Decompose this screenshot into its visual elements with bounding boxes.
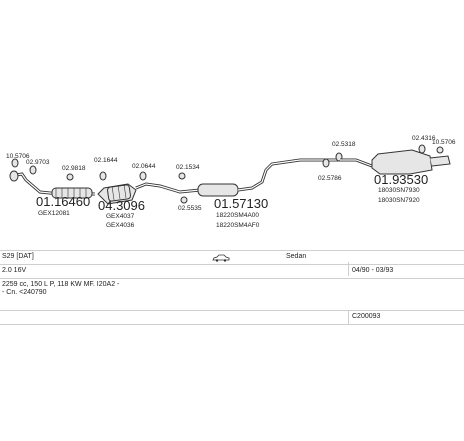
catalog-code: C200093 bbox=[352, 313, 381, 320]
model-label: S29 [DAT] bbox=[2, 253, 34, 260]
clamp-3[interactable] bbox=[139, 171, 147, 181]
engine-label: 2.0 16V bbox=[2, 267, 27, 274]
chassis-note: - Cn. <240790 bbox=[2, 289, 47, 296]
front-pipe[interactable] bbox=[9, 170, 95, 199]
info-row: 2.0 16V 04/90 - 03/93 bbox=[0, 264, 464, 277]
gasket-3[interactable] bbox=[178, 172, 186, 180]
divider bbox=[348, 310, 349, 324]
exhaust-system-diagram: 10.5706 02.9703 02.9818 02.1644 02.0644 … bbox=[6, 135, 456, 229]
code-label: 02.9703 bbox=[26, 159, 50, 166]
code-label: 02.0644 bbox=[132, 163, 156, 170]
code-label: 02.5786 bbox=[318, 175, 342, 182]
code-label: 02.1534 bbox=[176, 164, 200, 171]
oe-reference: GEX4036 bbox=[106, 222, 135, 229]
oe-reference: GEX12081 bbox=[38, 210, 70, 217]
info-row: S29 [DAT] Sedan bbox=[0, 250, 464, 263]
hanger-3[interactable] bbox=[418, 144, 426, 154]
part-number[interactable]: 01.93530 bbox=[374, 172, 428, 187]
code-label: 02.5318 bbox=[332, 141, 356, 148]
part-number[interactable]: 01.57130 bbox=[214, 196, 268, 211]
hanger-2[interactable] bbox=[322, 158, 330, 168]
code-label: 02.9818 bbox=[62, 165, 86, 172]
info-row: - Cn. <240790 bbox=[0, 289, 464, 301]
code-label: 10.5706 bbox=[432, 139, 456, 146]
part-number[interactable]: 04.3096 bbox=[98, 198, 145, 213]
center-silencer[interactable] bbox=[135, 158, 340, 197]
oe-reference: 18030SN7920 bbox=[378, 197, 420, 204]
oe-reference: GEX4037 bbox=[106, 213, 135, 220]
code-label: 10.5706 bbox=[6, 153, 30, 160]
divider bbox=[348, 262, 349, 276]
gasket-2[interactable] bbox=[29, 165, 37, 175]
oe-reference: 18220SM4AF0 bbox=[216, 222, 260, 229]
hanger-4[interactable] bbox=[436, 146, 444, 154]
info-row: C200093 bbox=[0, 310, 464, 323]
engine-spec: 2259 cc, 150 L P, 118 KW MF. I20A2 - bbox=[2, 281, 120, 288]
sedan-car-icon bbox=[212, 254, 230, 262]
year-range: 04/90 - 03/93 bbox=[352, 267, 394, 274]
code-label: 02.5535 bbox=[178, 205, 202, 212]
part-number[interactable]: 01.16460 bbox=[36, 194, 90, 209]
clamp-2[interactable] bbox=[99, 171, 107, 181]
catalytic-converter[interactable] bbox=[97, 183, 137, 205]
gasket-4[interactable] bbox=[180, 196, 188, 204]
divider bbox=[0, 324, 464, 326]
info-row: 2259 cc, 150 L P, 118 KW MF. I20A2 - bbox=[0, 278, 464, 291]
code-label: 02.4316 bbox=[412, 135, 436, 142]
oe-reference: 18220SM4A00 bbox=[216, 212, 259, 219]
body-type: Sedan bbox=[286, 253, 307, 260]
code-label: 02.1644 bbox=[94, 157, 118, 164]
rear-silencer[interactable] bbox=[340, 149, 451, 175]
oe-reference: 18030SN7930 bbox=[378, 187, 420, 194]
clamp-1[interactable] bbox=[66, 173, 74, 181]
gasket-1[interactable] bbox=[11, 158, 19, 168]
